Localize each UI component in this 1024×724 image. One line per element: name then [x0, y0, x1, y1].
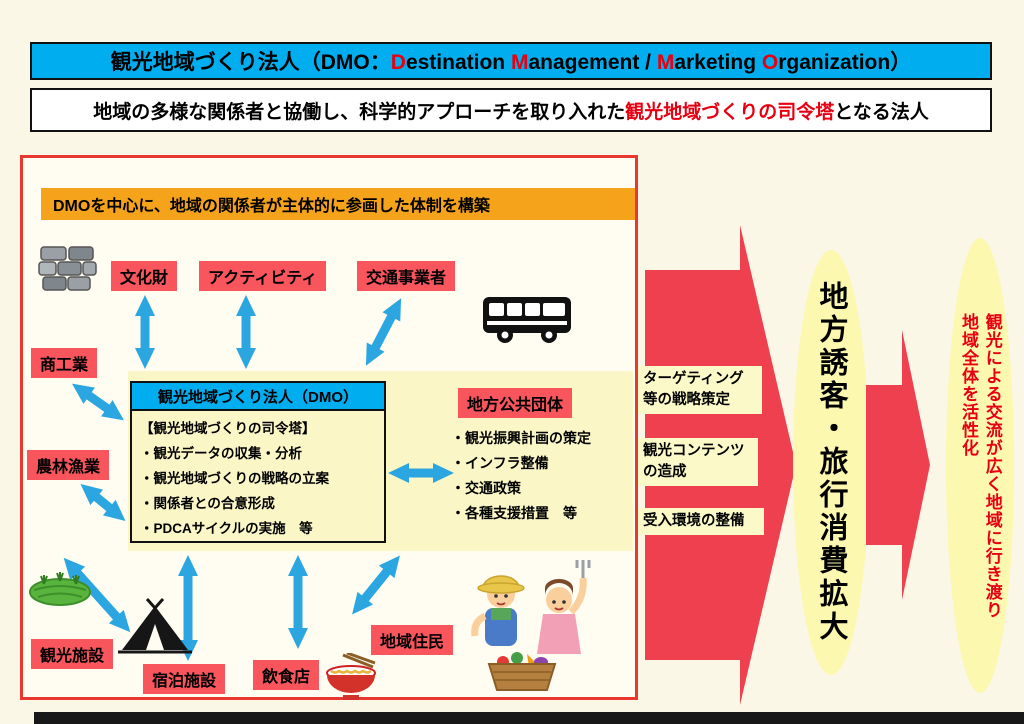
label-transport: 交通事業者 [357, 261, 456, 291]
label-agriculture: 農林漁業 [27, 450, 110, 480]
title-segment: rganization） [778, 51, 912, 74]
ramen-bowl-icon [326, 653, 376, 700]
rice-field-icon [29, 572, 91, 606]
title-segment-red: M [510, 51, 529, 74]
dmo-item: ・観光データの収集・分析 [140, 446, 302, 461]
gov-item-list: ・観光振興計画の策定 ・インフラ整備 ・交通政策 ・各種支援措置 等 [451, 426, 591, 526]
gov-item: ・各種支援措置 等 [451, 505, 577, 521]
arrow-kotsu-dmo [365, 298, 402, 366]
big-red-arrow-2 [866, 330, 930, 600]
subtitle-segment: となる法人 [834, 101, 929, 123]
gov-item: ・インフラ整備 [451, 455, 549, 471]
subtitle-segment: 地域の多様な関係者と協働し、科学的アプローチを取り入れた [93, 101, 626, 123]
bottom-edge-bar [34, 712, 1024, 724]
tent-icon [118, 598, 192, 654]
outcome-ellipse-attract: 地方誘客・旅行消費拡大 [793, 250, 869, 675]
label-commerce: 商工業 [31, 348, 98, 378]
label-tourism-facility: 観光施設 [31, 639, 114, 669]
outcome-revitalize-line2: 地域全体を活性化 [959, 312, 978, 457]
dmo-box-body: 【観光地域づくりの司令塔】 ・観光データの収集・分析 ・観光地域づくりの戦略の立… [132, 411, 384, 546]
arrow-shoko-dmo [72, 383, 124, 421]
subtitle-segment-red: 観光地域づくりの司令塔 [625, 101, 835, 123]
title-segment-red: O [761, 51, 779, 74]
title-segment-red: M [656, 51, 675, 74]
dmo-item: ・関係者との合意形成 [140, 496, 275, 511]
title-segment: estination [405, 51, 511, 74]
residents-with-vegetables-icon [471, 560, 591, 691]
stakeholder-diagram-box: DMOを中心に、地域の関係者が主体的に参画した体制を構築 [20, 155, 638, 700]
gov-item: ・交通政策 [451, 480, 521, 496]
dmo-box-header: 観光地域づくり法人（DMO） [132, 383, 384, 411]
outcome-ellipse-revitalize: 観光による交流が広く地域に行き渡り 地域全体を活性化 [946, 238, 1014, 693]
outcome-attract-text: 地方誘客・旅行消費拡大 [815, 281, 847, 644]
step-contents: 観光コンテンツの造成 [638, 438, 758, 487]
step-environment: 受入環境の整備 [638, 508, 764, 536]
gov-item: ・観光振興計画の策定 [451, 430, 591, 446]
page-subtitle: 地域の多様な関係者と協働し、科学的アプローチを取り入れた観光地域づくりの司令塔と… [93, 97, 928, 124]
diagram-banner: DMOを中心に、地域の関係者が主体的に参画した体制を構築 [41, 188, 635, 220]
label-local-government: 地方公共団体 [458, 388, 573, 418]
title-segment: anagement / [528, 51, 657, 74]
outcome-revitalize-line1: 観光による交流が広く地域に行き渡り [982, 312, 1002, 619]
page-title: 観光地域づくり法人（DMO：Destination Management / M… [111, 46, 911, 76]
arrow-norin-dmo [80, 484, 126, 521]
dmo-box-subtitle: 【観光地域づくりの司令塔】 [140, 421, 316, 436]
title-segment: 観光地域づくり法人（DMO： [110, 51, 391, 74]
label-cultural-assets: 文化財 [111, 261, 178, 291]
dmo-item: ・PDCAサイクルの実施 等 [140, 521, 313, 536]
bus-icon [483, 297, 571, 343]
label-lodging: 宿泊施設 [143, 664, 226, 694]
subtitle-bar: 地域の多様な関係者と協働し、科学的アプローチを取り入れた観光地域づくりの司令塔と… [30, 88, 992, 132]
label-restaurants: 飲食店 [253, 660, 320, 690]
label-residents: 地域住民 [371, 625, 454, 655]
title-segment-red: D [390, 51, 406, 74]
title-bar: 観光地域づくり法人（DMO：Destination Management / M… [30, 42, 992, 80]
stone-wall-icon [38, 246, 97, 291]
outcome-revitalize-text: 観光による交流が広く地域に行き渡り 地域全体を活性化 [956, 313, 1004, 619]
dmo-item: ・観光地域づくりの戦略の立案 [140, 471, 329, 486]
label-activities: アクティビティ [199, 261, 327, 291]
arrow-jumin-dmo [352, 555, 400, 615]
title-segment: arketing [674, 51, 762, 74]
dmo-center-box: 観光地域づくり法人（DMO） 【観光地域づくりの司令塔】 ・観光データの収集・分… [130, 381, 386, 543]
step-targeting: ターゲティング等の戦略策定 [638, 366, 762, 415]
